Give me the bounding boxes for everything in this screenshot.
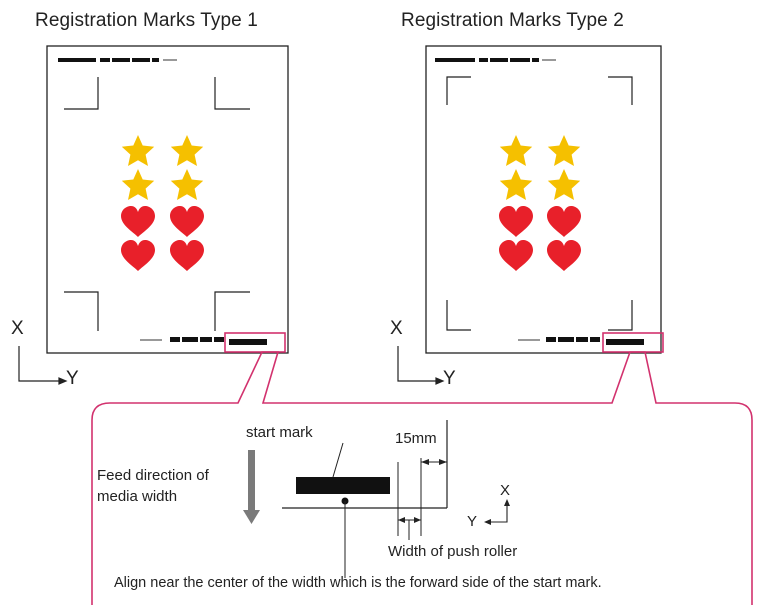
axis-y-label-2: Y [443,368,456,389]
dimension-15mm-label: 15mm [395,430,437,447]
sheet2-corner-marks [446,76,633,331]
sheet-type1 [46,45,289,354]
start-mark-label: start mark [246,424,313,441]
push-roller-label: Width of push roller [388,543,518,560]
sheet-type2 [425,45,662,354]
detail-axis-x-label: X [500,482,511,499]
sheet2-footer-barcode [518,337,644,345]
type2-title: Registration Marks Type 2 [401,10,624,31]
sheet2-header-barcode [435,58,556,62]
axis-arrow-icon [18,346,445,385]
detail-start-mark [296,477,390,494]
sheet2-start-mark [606,339,644,345]
sheet1-footer-barcode [140,337,267,345]
axis-y-label-1: Y [66,368,79,389]
callout-balloon [91,351,753,605]
detail-diagram [243,420,510,578]
detail-axis-y-label: Y [467,513,478,530]
feed-direction-label-1: Feed direction of [97,467,209,484]
align-note: Align near the center of the width which… [114,575,602,591]
feed-direction-label-2: media width [97,488,178,505]
feed-arrow-icon [243,450,260,524]
axis-x-label-1: X [11,318,24,339]
axis-x-label-2: X [390,318,403,339]
sheet1-header-barcode [58,58,177,62]
type1-title: Registration Marks Type 1 [35,10,258,31]
sheet1-corner-marks [64,77,250,331]
sheet1-start-mark [229,339,267,345]
